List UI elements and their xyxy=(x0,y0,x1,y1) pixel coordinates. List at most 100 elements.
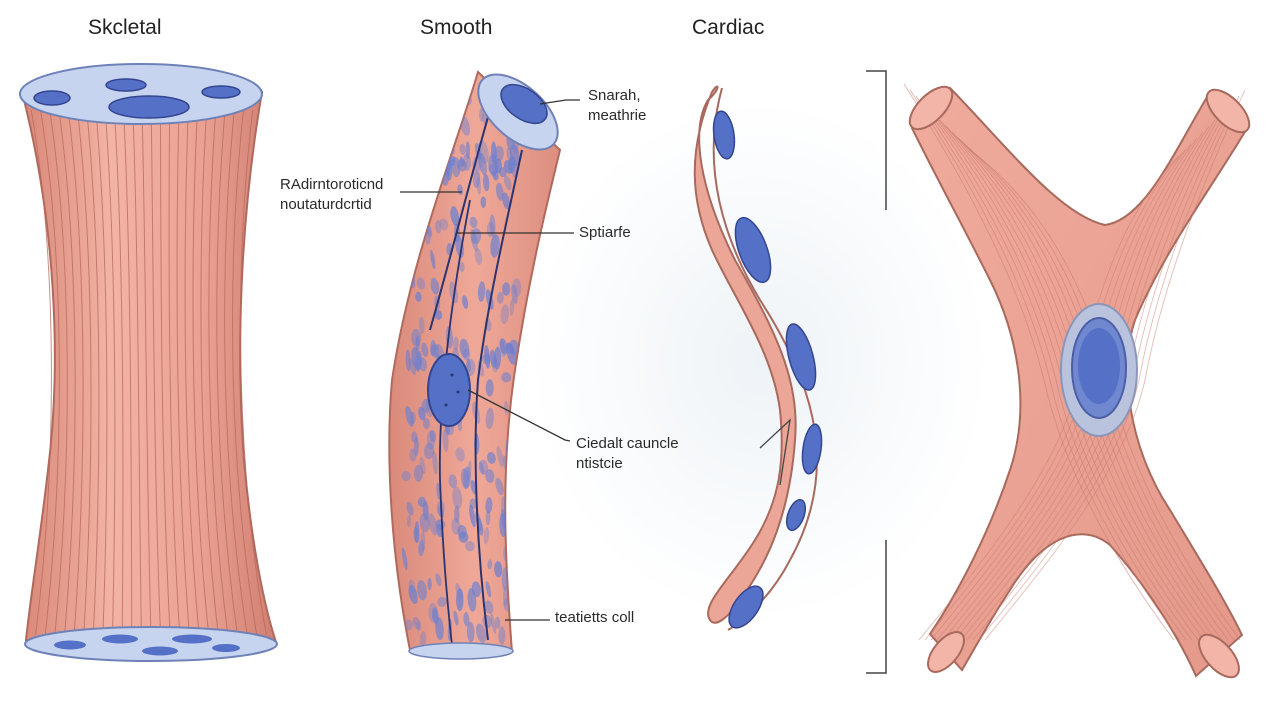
striation-line xyxy=(30,109,52,636)
speckle xyxy=(490,612,497,635)
speckle xyxy=(463,466,471,489)
nucleus xyxy=(108,95,190,119)
speckle xyxy=(509,144,520,167)
speckle xyxy=(476,177,482,195)
speckle xyxy=(455,447,465,462)
fibre-line xyxy=(438,199,471,646)
speckle xyxy=(494,158,502,174)
speckle xyxy=(413,436,419,457)
striation-line xyxy=(40,109,60,636)
cardiac-elongated-cell xyxy=(693,85,823,631)
speckle xyxy=(484,600,494,614)
speckle xyxy=(500,508,507,530)
speckle xyxy=(495,477,504,496)
speckle xyxy=(418,406,426,421)
speckle xyxy=(419,631,427,648)
nucleus xyxy=(172,634,212,644)
speckle xyxy=(496,291,504,304)
speckle xyxy=(430,249,436,270)
nucleolus xyxy=(444,403,448,407)
speckle xyxy=(417,496,427,507)
striation-line xyxy=(49,109,68,636)
fibre-line xyxy=(978,95,1240,641)
speckle xyxy=(416,621,422,632)
speckle xyxy=(442,428,449,453)
label-line: Sptiarfe xyxy=(579,224,631,241)
speckle xyxy=(459,261,465,273)
speckle xyxy=(416,116,427,134)
striation-line xyxy=(192,109,210,636)
speckle xyxy=(401,547,408,571)
speckle xyxy=(429,173,435,188)
label-line: ntistcie xyxy=(576,455,623,472)
speckle xyxy=(465,540,475,552)
speckle xyxy=(495,182,504,201)
cardiac-title: Cardiac xyxy=(692,16,765,39)
speckle xyxy=(418,316,425,335)
speckle xyxy=(459,338,470,359)
nucleus xyxy=(105,78,147,92)
speckle xyxy=(509,157,518,178)
skeletal-top-face xyxy=(19,63,263,125)
striation-line xyxy=(58,109,76,636)
speckle xyxy=(406,501,414,516)
nucleus xyxy=(142,646,178,656)
label-right-lower: Ciedalt cauncle ntistcie xyxy=(576,434,679,474)
skeletal-title: Skcletal xyxy=(88,16,162,39)
label-right-mid: Sptiarfe xyxy=(579,223,631,243)
speckle xyxy=(413,464,424,482)
speckle xyxy=(432,450,438,475)
speckle xyxy=(503,175,512,191)
bracket-bottom xyxy=(866,540,887,674)
skeletal-bottom-face xyxy=(24,626,278,662)
speckle xyxy=(420,530,426,552)
speckle xyxy=(483,527,490,545)
speckle xyxy=(494,616,501,629)
speckle xyxy=(428,167,434,184)
striation-line xyxy=(132,109,142,636)
speckle xyxy=(474,248,483,265)
speckle xyxy=(500,304,510,325)
bracket xyxy=(866,70,887,674)
speckle xyxy=(408,178,418,203)
striation-line xyxy=(240,109,267,636)
speckle xyxy=(434,102,442,126)
speckle xyxy=(405,349,411,372)
nucleus xyxy=(785,498,807,532)
speckle xyxy=(485,407,494,430)
speckle xyxy=(413,526,420,543)
speckle xyxy=(423,135,429,147)
skeletal-muscle-fiber xyxy=(19,63,278,662)
speckle xyxy=(415,291,422,302)
speckle xyxy=(452,486,463,509)
speckle xyxy=(485,509,491,526)
speckle xyxy=(454,505,460,523)
label-right-top: Snarah, meathrie xyxy=(588,86,646,126)
speckle xyxy=(496,446,504,468)
striation-line xyxy=(232,109,258,636)
striation-line xyxy=(184,109,200,636)
speckle xyxy=(509,298,515,316)
speckle xyxy=(505,342,514,354)
speckle xyxy=(443,138,451,158)
nucleus xyxy=(500,83,548,125)
speckle xyxy=(481,354,491,365)
speckle xyxy=(434,130,442,147)
speckle xyxy=(502,192,510,210)
speckle xyxy=(485,379,494,397)
nucleus xyxy=(212,644,240,652)
smooth-title: Smooth xyxy=(420,16,493,39)
speckle xyxy=(453,610,459,626)
speckle xyxy=(457,525,467,539)
nucleus xyxy=(728,585,764,629)
branch-end-face xyxy=(1205,88,1251,134)
speckle xyxy=(408,231,418,252)
speckle xyxy=(430,277,440,295)
speckle xyxy=(437,596,448,607)
fibre-line xyxy=(474,149,523,641)
speckle xyxy=(451,116,459,140)
speckle xyxy=(494,145,504,162)
striation-line xyxy=(168,109,181,636)
speckle xyxy=(465,141,471,159)
